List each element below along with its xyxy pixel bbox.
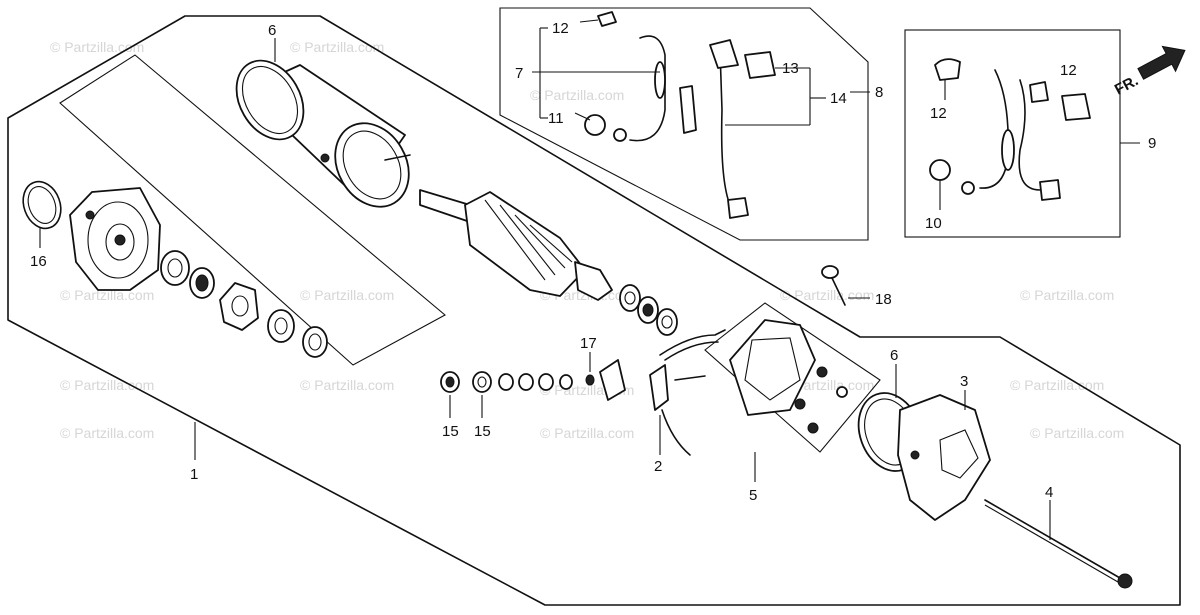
watermark: © Partzilla.com (60, 425, 154, 441)
watermark: © Partzilla.com (300, 287, 394, 303)
washer-set-part (498, 373, 573, 391)
through-bolt-part (984, 499, 1133, 589)
callout-18: 18 (875, 291, 892, 308)
callout-7: 7 (515, 65, 523, 82)
watermark: © Partzilla.com (530, 87, 624, 103)
harness-set-box (499, 7, 869, 241)
armature-part (419, 189, 613, 301)
nut-part (440, 371, 460, 393)
nut-part (472, 371, 492, 393)
cable-harness-part-2 (929, 58, 1091, 201)
callout-3: 3 (960, 373, 968, 390)
yoke-motor-case-part (235, 59, 411, 208)
harness-set-box-2 (904, 29, 1121, 238)
callout-15: 15 (442, 423, 459, 440)
watermark: © Partzilla.com (780, 287, 874, 303)
leader-lines (39, 19, 1140, 540)
callout-6: 6 (890, 347, 898, 364)
assembly-boundary (7, 15, 1181, 606)
o-ring-part (22, 180, 62, 230)
callout-1: 1 (190, 466, 198, 483)
brush-holder-box (704, 302, 881, 453)
callout-labels: 6 16 1 17 15 15 2 5 6 3 4 18 8 9 12 7 11… (30, 20, 1156, 504)
watermark: © Partzilla.com (1020, 287, 1114, 303)
watermark: © Partzilla.com (60, 377, 154, 393)
watermark: © Partzilla.com (300, 377, 394, 393)
yoke-group-box (59, 54, 446, 366)
callout-14: 14 (830, 90, 847, 107)
callout-12: 12 (930, 105, 947, 122)
cable-harness-part (584, 11, 776, 219)
watermark: © Partzilla.com (1030, 425, 1124, 441)
callout-9: 9 (1148, 135, 1156, 152)
callout-2: 2 (654, 458, 662, 475)
brush-part (599, 359, 626, 401)
callout-8: 8 (875, 84, 883, 101)
brush-holder-part (729, 319, 848, 434)
callout-12: 12 (1060, 62, 1077, 79)
brush-terminal-part (649, 329, 726, 456)
callout-17: 17 (580, 335, 597, 352)
callout-16: 16 (30, 253, 47, 270)
watermark: © Partzilla.com (1010, 377, 1104, 393)
callout-13: 13 (782, 60, 799, 77)
callout-11: 11 (548, 110, 564, 127)
callout-12: 12 (552, 20, 569, 37)
callout-10: 10 (925, 215, 942, 232)
front-cover-part (69, 187, 161, 291)
clip-part (585, 374, 595, 386)
lock-plate-part (219, 282, 259, 331)
rear-cover-part (857, 392, 991, 521)
watermark: © Partzilla.com (290, 39, 384, 55)
callout-6: 6 (268, 22, 276, 39)
front-label: FR. (1112, 72, 1141, 98)
thrust-washer-part (267, 309, 295, 343)
watermark: © Partzilla.com (60, 287, 154, 303)
watermark: © Partzilla.com (540, 425, 634, 441)
washer-part (656, 308, 678, 336)
bearing-part (160, 250, 190, 286)
seal-part (189, 267, 215, 299)
washer-part (637, 296, 659, 324)
callout-5: 5 (749, 487, 757, 504)
callout-15: 15 (474, 423, 491, 440)
washer-part (619, 284, 641, 312)
callout-4: 4 (1045, 484, 1053, 501)
terminal-bolt-part (821, 265, 846, 306)
thrust-washer-part (302, 326, 328, 358)
watermark: © Partzilla.com (50, 39, 144, 55)
